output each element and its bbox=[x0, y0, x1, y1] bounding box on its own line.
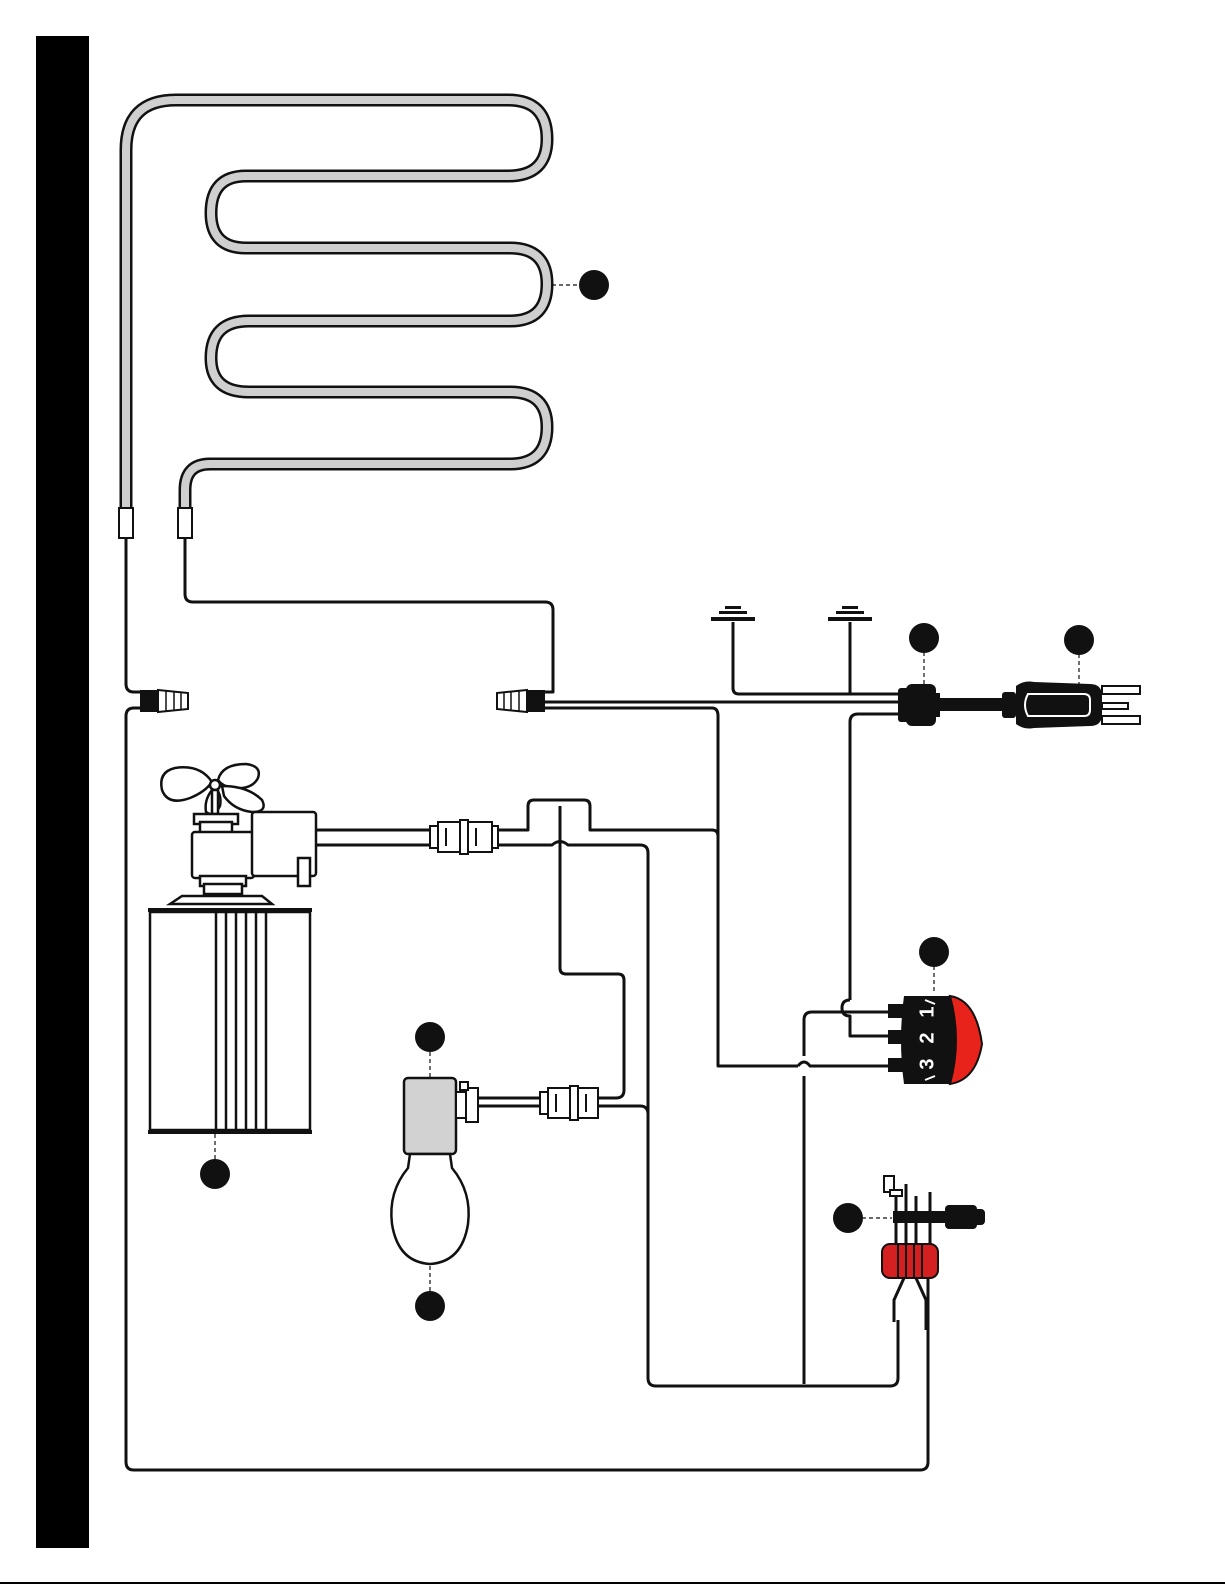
thermostat-icon bbox=[882, 1176, 984, 1330]
bulb-icon bbox=[391, 1154, 468, 1264]
callout-heater-element bbox=[579, 270, 609, 300]
fan-motor-icon bbox=[148, 764, 316, 1132]
wire-nut-left-icon bbox=[140, 690, 188, 712]
callout-light-bulb bbox=[415, 1291, 445, 1321]
switch-terminal-2-label: 2 bbox=[916, 1032, 938, 1043]
switch-terminal-3-label: 3 bbox=[916, 1058, 938, 1069]
heater-coil-icon bbox=[119, 100, 547, 538]
lamp-socket-icon bbox=[404, 1078, 478, 1154]
rocker-switch-icon: 1 2 3 bbox=[888, 996, 982, 1084]
connector-lamp-icon bbox=[540, 1086, 598, 1120]
side-bar bbox=[36, 36, 89, 1548]
switch-terminal-1-label: 1 bbox=[916, 1006, 938, 1017]
callout-thermostat bbox=[833, 1203, 863, 1233]
callout-lamp-socket bbox=[415, 1022, 445, 1052]
callout-cord-strain-relief bbox=[909, 623, 939, 653]
ground-tab-icon bbox=[711, 606, 872, 621]
callout-power-plug bbox=[1064, 625, 1094, 655]
plug-icon bbox=[1002, 682, 1140, 729]
wire-nut-right-icon bbox=[497, 690, 545, 712]
strain-relief-icon bbox=[898, 684, 940, 726]
callout-fan-motor bbox=[200, 1159, 230, 1189]
connector-fan-icon bbox=[430, 820, 498, 854]
callout-rocker-switch bbox=[919, 937, 949, 967]
